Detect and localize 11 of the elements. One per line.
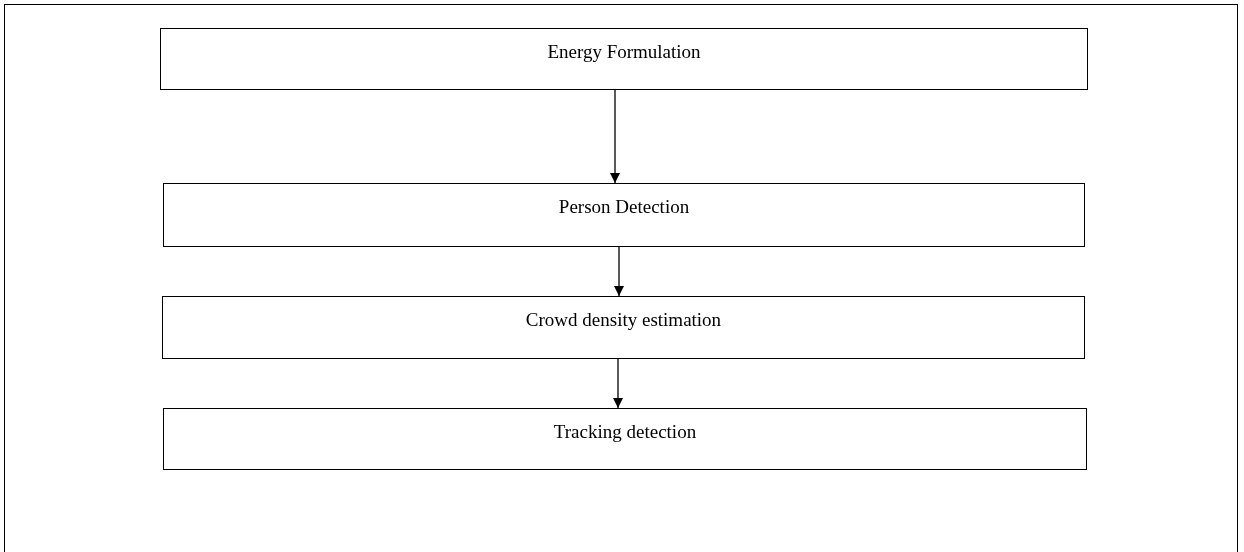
box-label: Person Detection: [558, 196, 690, 219]
box-label: Energy Formulation: [547, 41, 701, 64]
arrow: [614, 246, 624, 297]
box-label: Tracking detection: [553, 421, 697, 444]
process-box: [163, 183, 1085, 247]
process-box: [162, 296, 1085, 359]
process-box: [160, 28, 1088, 90]
process-box: [163, 408, 1087, 470]
arrow: [610, 89, 620, 184]
box-label: Crowd density estimation: [525, 309, 722, 332]
arrow: [613, 358, 623, 409]
